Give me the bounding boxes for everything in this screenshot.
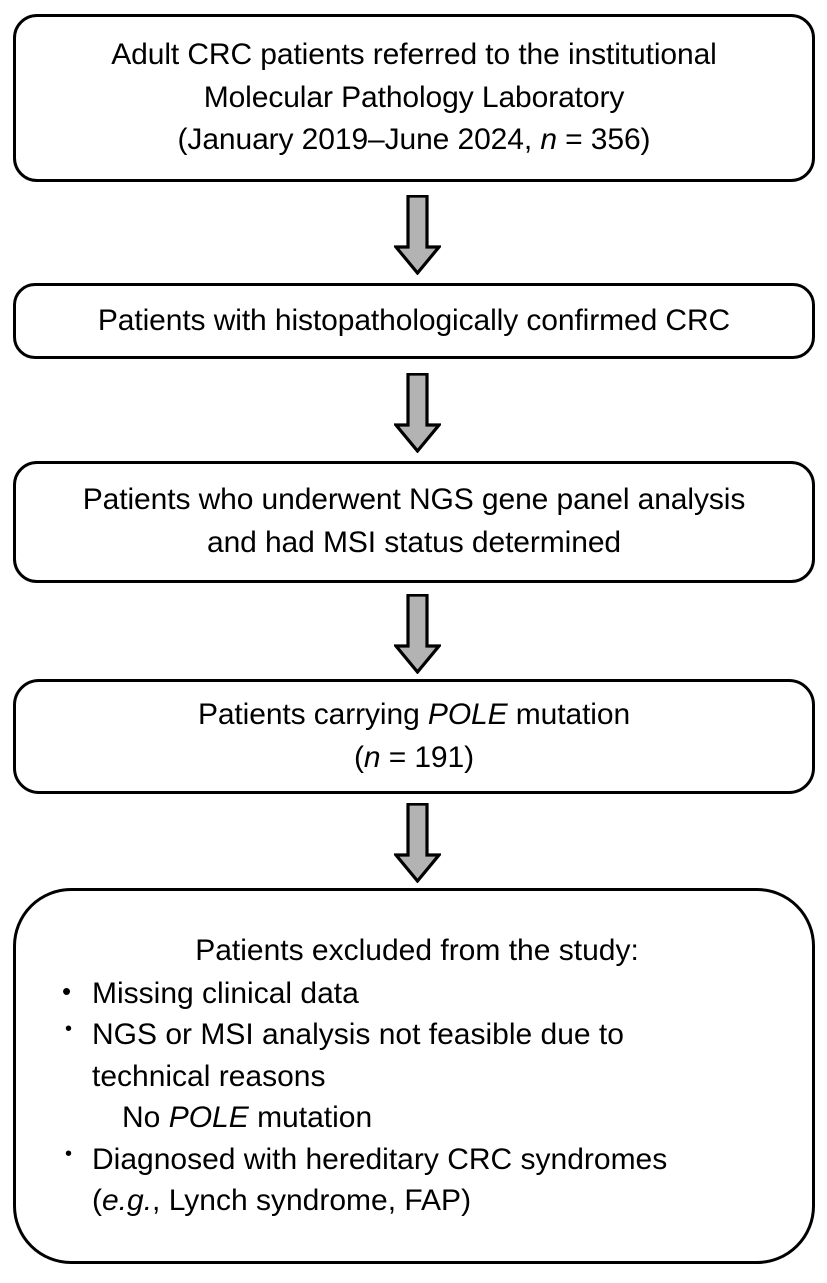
node-enrolled-line-1: Adult CRC patients referred to the insti… [111,38,717,72]
excluded-heading: Patients excluded from the study: [195,933,639,967]
arrow-enrolled-to-confirmed [394,195,441,275]
list-item-gene-name: POLE [168,1101,249,1135]
node-pole-line-1-pre: Patients carrying [197,697,428,731]
node-enrolled-text: Adult CRC patients referred to the insti… [111,34,717,162]
node-confirmed-line-1: Patients with histopathologically confir… [97,303,731,337]
node-enrolled-line-3-pre: (January 2019–June 2024, [177,123,541,157]
excluded-criteria-list: Missing clinical data NGS or MSI analysi… [34,972,794,1222]
node-ngs-msi: Patients who underwent NGS gene panel an… [13,461,815,583]
node-pole-mutation: Patients carrying POLE mutation (n = 191… [13,679,815,794]
node-enrolled-line-3-italic: n [540,123,557,157]
list-item-no-pole-mutation: No POLE mutation [34,1097,794,1138]
node-pole-line-2: (n = 191) [198,737,630,780]
node-pole-line-1: Patients carrying POLE mutation [198,694,630,737]
node-enrolled-line-3-post: = 356) [556,123,651,157]
list-item-continuation-pre: ( [92,1184,102,1218]
list-item-hereditary-syndromes: Diagnosed with hereditary CRC syndromes … [34,1139,794,1222]
excluded-content: Patients excluded from the study: Missin… [16,931,812,1222]
node-ngs-line-1: Patients who underwent NGS gene panel an… [82,483,746,517]
node-confirmed-crc: Patients with histopathologically confir… [13,283,815,359]
node-enrolled-line-3: (January 2019–June 2024, n = 356) [111,119,717,162]
node-pole-text: Patients carrying POLE mutation (n = 191… [198,694,630,779]
list-item-continuation: technical reasons [92,1059,326,1093]
node-excluded-patients: Patients excluded from the study: Missin… [13,888,815,1264]
node-ngs-text: Patients who underwent NGS gene panel an… [82,479,746,564]
node-confirmed-text: Patients with histopathologically confir… [98,300,730,343]
list-item-missing-clinical-data: Missing clinical data [34,972,794,1014]
list-item-ngs-msi-not-feasible: NGS or MSI analysis not feasible due to … [34,1014,794,1097]
node-enrolled-patients: Adult CRC patients referred to the insti… [13,14,815,182]
node-pole-line-2-pre: ( [353,740,364,774]
arrow-confirmed-to-ngs [394,373,441,453]
list-item-continuation: (e.g., Lynch syndrome, FAP) [92,1180,794,1221]
list-item-text: Missing clinical data [92,977,359,1011]
list-item-text: NGS or MSI analysis not feasible due to [92,1018,624,1052]
arrow-pole-to-excluded [394,803,441,883]
node-ngs-line-2: and had MSI status determined [206,526,621,559]
node-pole-line-1-post: mutation [507,697,631,731]
node-pole-line-2-post: = 191) [380,740,474,774]
arrow-ngs-to-pole [394,594,441,674]
list-item-text-pre: No [122,1101,169,1135]
node-pole-gene-name: POLE [427,697,508,731]
list-item-text-post: mutation [248,1101,373,1135]
node-pole-line-2-italic: n [363,740,381,774]
list-item-continuation-italic: e.g. [102,1184,153,1218]
list-item-text: Diagnosed with hereditary CRC syndromes [92,1142,668,1176]
node-enrolled-line-2: Molecular Pathology Laboratory [203,80,625,114]
list-item-continuation-post: , Lynch syndrome, FAP) [152,1184,472,1218]
